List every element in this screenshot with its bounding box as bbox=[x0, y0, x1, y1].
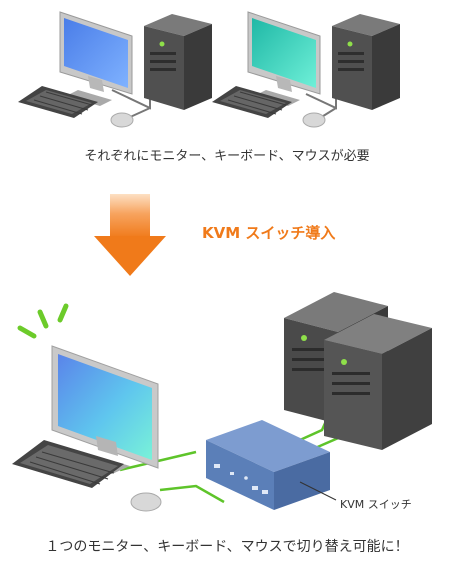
workstation-right bbox=[212, 11, 400, 128]
cable bbox=[159, 484, 225, 504]
cable bbox=[305, 93, 337, 110]
monitor-icon bbox=[247, 11, 321, 106]
pc-tower-icon bbox=[144, 14, 212, 110]
arrow-label: KVM スイッチ導入 bbox=[202, 224, 335, 242]
keyboard-icon bbox=[212, 86, 292, 118]
monitor-icon bbox=[59, 11, 133, 106]
before-caption: それぞれにモニター、キーボード、マウスが必要 bbox=[84, 149, 369, 164]
pc-tower-icon bbox=[324, 314, 432, 450]
keyboard-icon bbox=[12, 440, 124, 488]
pc-tower-icon bbox=[332, 14, 400, 110]
attention-spark-icon bbox=[17, 303, 69, 339]
mouse-icon bbox=[302, 112, 326, 128]
kvm-switch-icon bbox=[206, 420, 330, 510]
keyboard-icon bbox=[18, 86, 98, 118]
down-arrow-icon bbox=[94, 194, 166, 276]
monitor-icon bbox=[51, 345, 159, 474]
kvm-label-leader bbox=[299, 481, 337, 501]
mouse-icon bbox=[110, 112, 134, 128]
kvm-label: KVM スイッチ bbox=[340, 498, 412, 511]
after-caption: １つのモニター、キーボード、マウスで切り替え可能に！ bbox=[45, 539, 408, 555]
workstation-left bbox=[18, 11, 212, 128]
mouse-icon bbox=[130, 492, 162, 512]
